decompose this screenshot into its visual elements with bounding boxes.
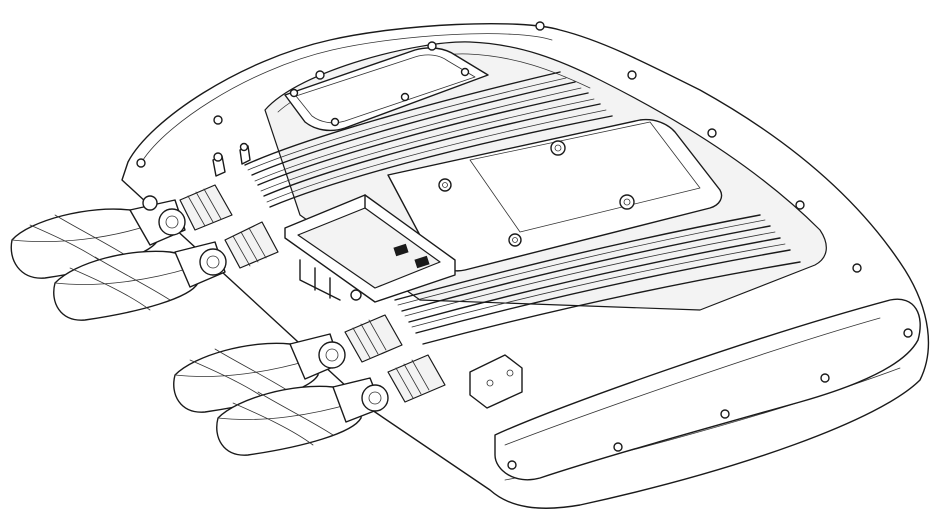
access-hatch-cover [284, 47, 489, 132]
antenna-2 [53, 221, 279, 321]
heat-sink-fins-lower [394, 214, 801, 345]
edge-screws [136, 21, 913, 470]
connector-bay [284, 194, 456, 303]
enclosure-front-lip [494, 298, 921, 481]
mounting-bracket [469, 354, 523, 409]
heat-sink-fins-upper [244, 71, 613, 208]
antenna-4 [216, 354, 446, 456]
vent-fittings [212, 142, 251, 177]
